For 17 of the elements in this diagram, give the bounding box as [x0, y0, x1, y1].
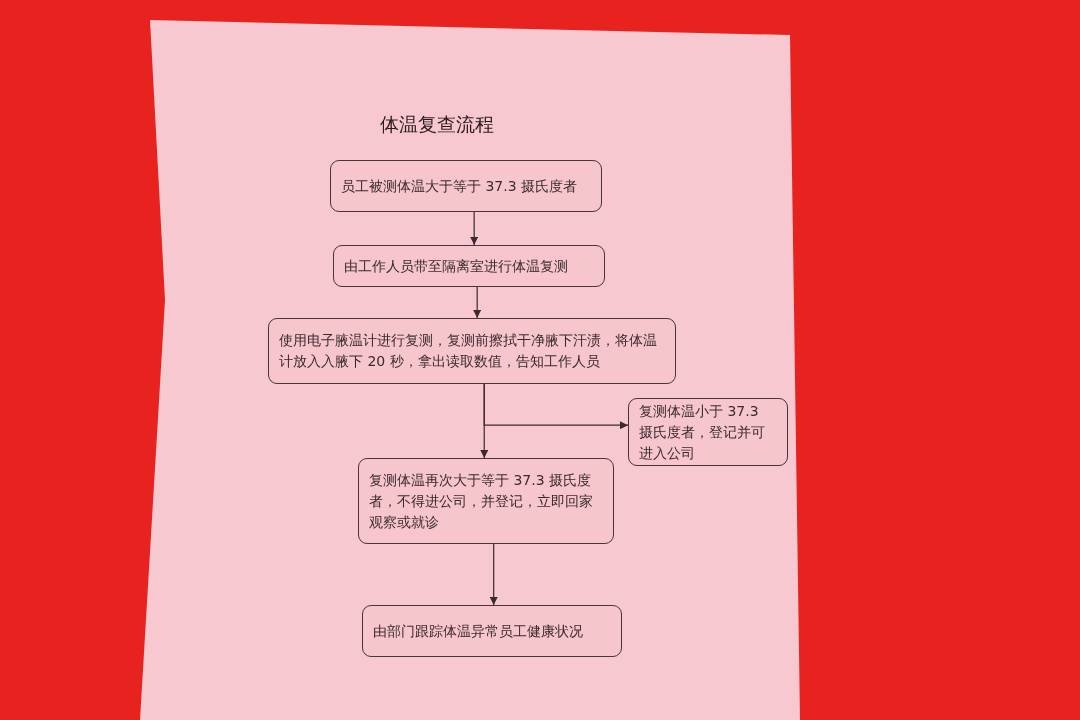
- process-box: [333, 245, 605, 287]
- process-box: [330, 160, 602, 212]
- arrow: [472, 286, 482, 319]
- step-text: 员工被测体温大于等于 37.3 摄氏度者: [341, 176, 578, 196]
- flowchart-title: 体温复查流程: [380, 112, 494, 137]
- process-box: [362, 605, 622, 657]
- step-text: 由部门跟踪体温异常员工健康状况: [373, 621, 583, 641]
- arrow: [480, 383, 489, 459]
- step-text: 复测体温再次大于等于 37.3 摄氏度者，不得进公司，并登记，立即回家观察或就诊: [369, 470, 594, 532]
- step-text: 使用电子腋温计进行复测，复测前擦拭干净腋下汗渍，将体温计放入入腋下 20 秒，拿出读取数值，告知工作人员: [279, 331, 658, 371]
- process-box: [358, 458, 614, 544]
- arrow: [489, 543, 498, 606]
- step-text: 由工作人员带至隔离室进行体温复测: [344, 256, 568, 276]
- process-box: [628, 398, 788, 466]
- process-box: [268, 318, 676, 384]
- step-text: 复测体温小于 37.3 摄氏度者，登记并可进入公司: [639, 401, 766, 463]
- arrow: [469, 211, 479, 246]
